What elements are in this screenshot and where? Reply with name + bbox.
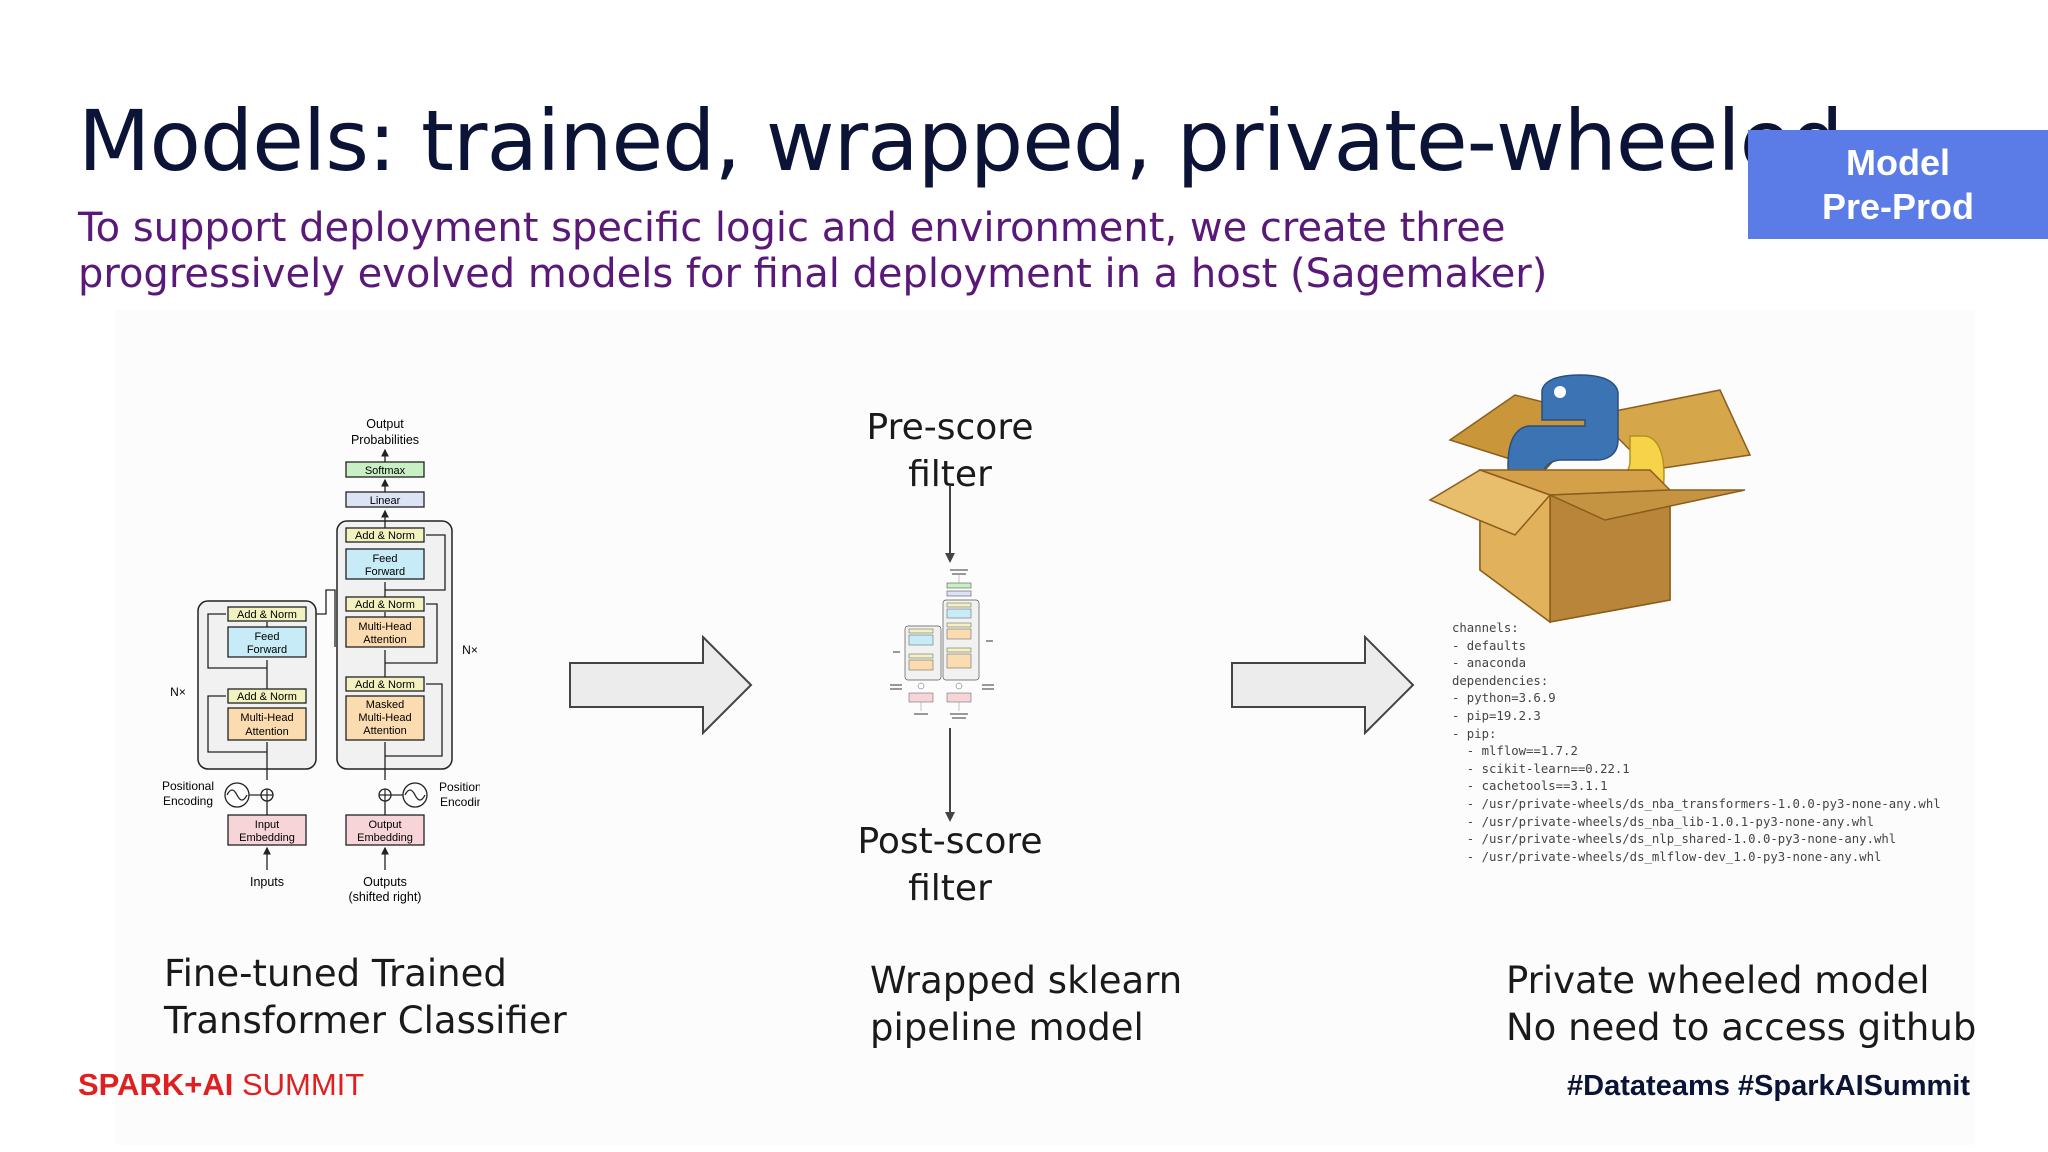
enc-feed-forward bbox=[227, 626, 307, 658]
svg-text:Attention: Attention bbox=[363, 725, 406, 737]
yaml-line: - pip: bbox=[1452, 726, 1497, 741]
svg-text:Encoding: Encoding bbox=[163, 794, 213, 808]
output-embedding-block bbox=[345, 814, 425, 846]
svg-text:Multi-Head: Multi-Head bbox=[358, 712, 411, 724]
arrow-right-icon bbox=[569, 635, 753, 735]
yaml-line: channels: bbox=[1452, 621, 1519, 635]
svg-text:(shifted right): (shifted right) bbox=[349, 890, 422, 904]
svg-text:Forward: Forward bbox=[247, 644, 287, 656]
dec-add-norm-2: Add & Norm bbox=[355, 599, 415, 611]
mini-transformer-thumbnail bbox=[890, 569, 994, 719]
svg-text:Forward: Forward bbox=[365, 566, 405, 578]
conda-environment-yaml: channels: - defaults - anaconda dependencie… bbox=[1452, 620, 1941, 866]
arrow-right-icon bbox=[1231, 635, 1415, 735]
svg-text:Encoding: Encoding bbox=[440, 795, 480, 809]
pos-encoding-left-label: Positional bbox=[162, 779, 214, 793]
yaml-line: - /usr/private-wheels/ds_nba_transformer… bbox=[1452, 796, 1941, 811]
softmax-label: Softmax bbox=[365, 465, 406, 477]
badge-line-1: Model bbox=[1846, 141, 1950, 183]
yaml-line: - pip=19.2.3 bbox=[1452, 708, 1541, 723]
enc-multi-head-attention bbox=[227, 707, 307, 741]
badge-line-2: Pre-Prod bbox=[1821, 185, 1975, 227]
yaml-line: - scikit-learn==0.22.1 bbox=[1452, 761, 1630, 776]
svg-text:Probabilities: Probabilities bbox=[351, 433, 419, 447]
svg-text:Multi-Head: Multi-Head bbox=[240, 712, 293, 724]
svg-text:Masked: Masked bbox=[366, 699, 405, 711]
dec-masked-attention bbox=[345, 695, 425, 741]
caption-sklearn: Wrapped sklearn pipeline model bbox=[870, 959, 1183, 1049]
caption-transformer: Fine-tuned Trained Transformer Classifie… bbox=[164, 952, 567, 1042]
dec-feed-forward bbox=[345, 548, 425, 580]
transformer-architecture-diagram: Output Probabilities Softmax Linear Add … bbox=[162, 417, 480, 904]
footer-hashtags: #Datateams #SparkAISummit bbox=[1567, 1070, 1970, 1102]
arrow-down-icon bbox=[945, 728, 955, 822]
yaml-line: - cachetools==3.1.1 bbox=[1452, 779, 1608, 794]
yaml-line: dependencies: bbox=[1452, 673, 1549, 688]
svg-text:Input: Input bbox=[255, 819, 279, 831]
slide-subtitle: To support deployment specific logic and… bbox=[78, 205, 1548, 297]
yaml-line: - /usr/private-wheels/ds_mlflow-dev_1.0-… bbox=[1452, 849, 1882, 864]
output-probabilities-label: Output bbox=[366, 417, 404, 431]
yaml-line: - anaconda bbox=[1452, 656, 1527, 671]
svg-text:Attention: Attention bbox=[245, 726, 288, 738]
python-package-box-icon bbox=[1428, 374, 1752, 624]
arrow-down-icon bbox=[945, 485, 955, 563]
svg-text:Attention: Attention bbox=[363, 634, 406, 646]
input-embedding-block bbox=[227, 814, 307, 846]
encoder-stack bbox=[197, 600, 317, 770]
outputs-label: Outputs bbox=[363, 875, 407, 889]
slide-title: Models: trained, wrapped, private-wheele… bbox=[78, 92, 1844, 190]
svg-text:Feed: Feed bbox=[372, 553, 397, 565]
prescore-filter-label: Pre-score filter bbox=[866, 407, 1034, 495]
enc-add-norm-2: Add & Norm bbox=[237, 609, 297, 621]
yaml-line: - /usr/private-wheels/ds_nlp_shared-1.0.… bbox=[1452, 832, 1897, 847]
yaml-line: - defaults bbox=[1452, 638, 1527, 653]
linear-label: Linear bbox=[370, 495, 401, 507]
dec-add-norm-1: Add & Norm bbox=[355, 679, 415, 691]
spark-ai-summit-logo: SPARK+AI SUMMIT bbox=[78, 1067, 365, 1102]
model-preprod-badge: Model Pre-Prod bbox=[1748, 130, 2048, 239]
svg-text:Embedding: Embedding bbox=[239, 832, 295, 844]
yaml-line: - mlflow==1.7.2 bbox=[1452, 744, 1578, 759]
inputs-label: Inputs bbox=[250, 875, 284, 889]
dec-multi-head-attention bbox=[345, 616, 425, 648]
dec-add-norm-3: Add & Norm bbox=[355, 530, 415, 542]
svg-text:Multi-Head: Multi-Head bbox=[358, 621, 411, 633]
pos-encoding-right-label: Positional bbox=[439, 780, 480, 794]
enc-add-norm-1: Add & Norm bbox=[237, 691, 297, 703]
encoder-nx-label: N× bbox=[170, 685, 186, 699]
svg-text:Output: Output bbox=[368, 819, 401, 831]
decoder-nx-label: N× bbox=[462, 643, 478, 657]
svg-text:Embedding: Embedding bbox=[357, 832, 413, 844]
yaml-line: - python=3.6.9 bbox=[1452, 691, 1556, 706]
postscore-filter-label: Post-score filter bbox=[857, 821, 1043, 909]
svg-text:Feed: Feed bbox=[254, 631, 279, 643]
caption-private-wheel: Private wheeled model No need to access … bbox=[1506, 959, 1977, 1049]
yaml-line: - /usr/private-wheels/ds_nba_lib-1.0.1-p… bbox=[1452, 814, 1874, 829]
